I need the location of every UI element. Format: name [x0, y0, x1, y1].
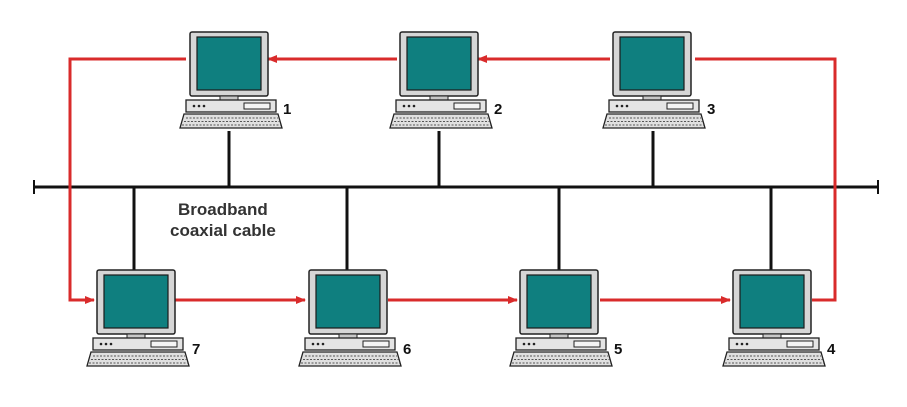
- computer-label-7: 7: [192, 341, 200, 358]
- bus-cable: [33, 180, 879, 194]
- computer-label-5: 5: [614, 341, 622, 358]
- cable-label-line1: Broadband: [178, 200, 268, 219]
- computer-2: [389, 31, 493, 129]
- computer-label-2: 2: [494, 101, 502, 118]
- computer-label-6: 6: [403, 341, 411, 358]
- computer-7: [86, 269, 190, 367]
- computer-1: [179, 31, 283, 129]
- computer-3: [602, 31, 706, 129]
- logical-ring-arrows: [68, 55, 837, 304]
- computer-5: [509, 269, 613, 367]
- bus-drop-lines: [132, 131, 773, 270]
- computer-icon: [722, 269, 826, 367]
- computer-label-4: 4: [827, 341, 836, 358]
- computer-6: [298, 269, 402, 367]
- computer-icon: [298, 269, 402, 367]
- ring-arrow-1-to-7: [68, 57, 186, 304]
- computer-label-3: 3: [707, 101, 715, 118]
- computer-label-1: 1: [283, 101, 291, 118]
- computer-icon: [389, 31, 493, 129]
- computer-4: [722, 269, 826, 367]
- computer-icon: [602, 31, 706, 129]
- computer-icon: [86, 269, 190, 367]
- ring-arrow-4-to-3: [695, 57, 837, 302]
- cable-label-line2: coaxial cable: [170, 221, 276, 240]
- computer-icon: [509, 269, 613, 367]
- computer-icon: [179, 31, 283, 129]
